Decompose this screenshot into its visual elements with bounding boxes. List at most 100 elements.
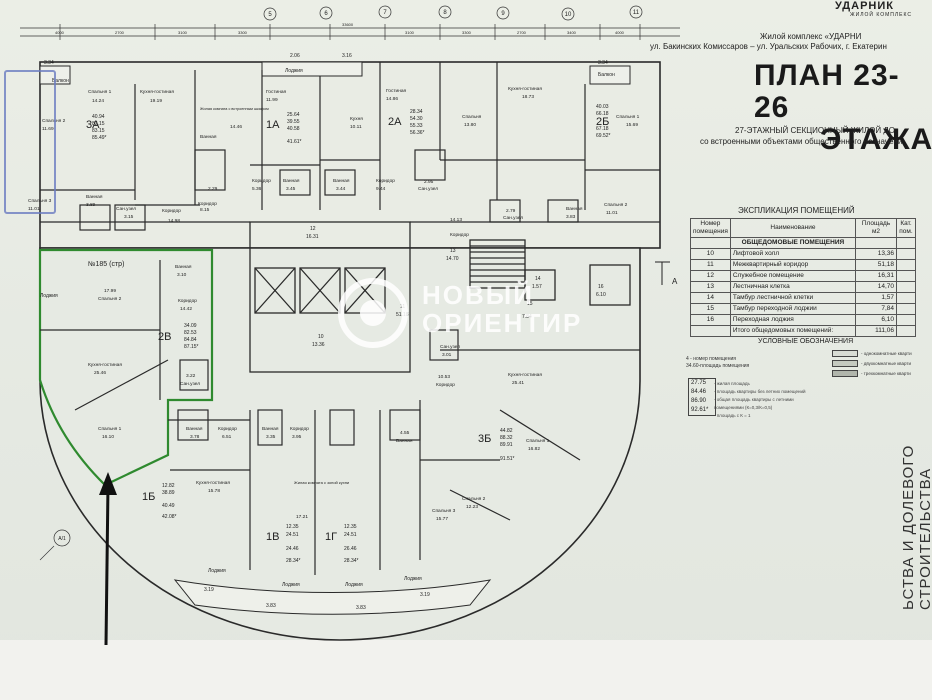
svg-text:3.35: 3.35 xyxy=(266,434,276,440)
dim-label: 4000 xyxy=(615,30,625,35)
svg-text:15.77: 15.77 xyxy=(436,516,448,522)
upper-block xyxy=(39,61,661,249)
svg-text:2.06: 2.06 xyxy=(290,53,300,59)
dim-label: 2700 xyxy=(517,30,527,35)
section-letter: А xyxy=(672,277,678,286)
svg-text:17.99: 17.99 xyxy=(104,288,116,294)
svg-text:Коридор: Коридор xyxy=(198,201,217,207)
svg-text:Спальня 1: Спальня 1 xyxy=(526,438,550,444)
svg-text:3.45: 3.45 xyxy=(286,186,296,192)
svg-text:14.24: 14.24 xyxy=(92,98,104,104)
axis-markers: 5 6 7 8 9 10 11 4000 2700 3100 3300 3360… xyxy=(55,5,643,35)
svg-text:3.78: 3.78 xyxy=(190,434,200,440)
svg-text:12: 12 xyxy=(310,226,316,232)
apartment-code: 3А xyxy=(86,119,100,131)
svg-text:3.83: 3.83 xyxy=(566,214,576,220)
svg-text:82.15: 82.15 xyxy=(92,121,105,127)
watermark: НОВЫЙ ОРИЕНТИР xyxy=(338,272,608,352)
svg-text:Спальня 2: Спальня 2 xyxy=(98,296,122,302)
svg-text:10: 10 xyxy=(318,334,324,340)
svg-text:Коридор: Коридор xyxy=(436,382,455,388)
dim-label: 3100 xyxy=(178,30,188,35)
watermark-logo-icon xyxy=(338,278,408,348)
svg-text:3.83: 3.83 xyxy=(266,603,276,609)
svg-text:2.95: 2.95 xyxy=(424,179,434,185)
svg-text:89.91: 89.91 xyxy=(500,442,513,448)
svg-text:Коридор: Коридор xyxy=(178,298,197,304)
svg-text:28.34*: 28.34* xyxy=(344,558,359,564)
table-section-row: ОБЩЕДОМОВЫЕ ПОМЕЩЕНИЯ xyxy=(690,237,916,249)
explication-table: Номер помещения Наименование Площадь м2 … xyxy=(690,218,916,337)
svg-text:19.19: 19.19 xyxy=(150,98,162,104)
complex-street: ул. Бакинских Комиссаров – ул. Уральских… xyxy=(650,42,887,51)
svg-text:69.52*: 69.52* xyxy=(596,133,611,139)
svg-text:Лоджия: Лоджия xyxy=(285,68,303,74)
svg-text:Жилая комната с зоной кухни: Жилая комната с зоной кухни xyxy=(294,480,349,485)
svg-text:13.80: 13.80 xyxy=(464,122,476,128)
svg-text:Коридор: Коридор xyxy=(450,232,469,238)
apartment-code: 2В xyxy=(158,331,171,343)
building-description: 27-ЭТАЖНЫЙ СЕКЦИОННЫЙ ЖИЛОЙ ДО со встрое… xyxy=(700,125,930,147)
legend-swatches: - однокомнатные кварти - двухкомнатные к… xyxy=(832,350,922,380)
svg-text:24.51: 24.51 xyxy=(286,532,299,538)
svg-text:41.61*: 41.61* xyxy=(287,139,302,145)
svg-text:40.94: 40.94 xyxy=(92,114,105,120)
svg-text:16: 16 xyxy=(598,284,604,290)
svg-text:Сан.узел: Сан.узел xyxy=(440,344,460,350)
apartment-code: 1Б xyxy=(142,491,155,503)
apartment-code: 1Г xyxy=(325,531,337,543)
svg-text:Ванная: Ванная xyxy=(175,264,192,270)
svg-text:25.41: 25.41 xyxy=(512,380,524,386)
svg-text:Ванная: Ванная xyxy=(186,426,203,432)
svg-text:28.34: 28.34 xyxy=(410,109,423,115)
svg-text:14.13: 14.13 xyxy=(450,217,462,223)
apartment-code: 1В xyxy=(266,531,279,543)
svg-text:Лоджия: Лоджия xyxy=(40,293,58,299)
svg-text:34.09: 34.09 xyxy=(184,323,197,329)
lower-walls xyxy=(40,260,640,575)
apartment-code: 2А xyxy=(388,116,402,128)
svg-text:88.32: 88.32 xyxy=(500,435,513,441)
svg-text:Лоджия: Лоджия xyxy=(282,582,300,588)
room-labels: Спальня 1 14.24 Кухня-гостиная 19.19 Жилая… xyxy=(28,86,640,522)
svg-text:3.34: 3.34 xyxy=(44,60,54,66)
svg-text:Гостиная: Гостиная xyxy=(266,89,287,95)
axis-number: 10 xyxy=(565,12,572,18)
axis-number: 9 xyxy=(501,11,505,17)
axis-number: 8 xyxy=(443,10,447,16)
svg-text:14.70: 14.70 xyxy=(446,256,459,262)
svg-text:18.73: 18.73 xyxy=(522,94,534,100)
svg-text:Гостиная: Гостиная xyxy=(386,88,407,94)
legend-area-desc: - жилая площадь - площадь квартиры без л… xyxy=(714,381,806,418)
axis-number: 7 xyxy=(383,10,387,16)
brand-subtitle: ЖИЛОЙ КОМПЛЕКС xyxy=(850,12,912,18)
svg-text:Ванная: Ванная xyxy=(396,438,413,444)
svg-text:2.29: 2.29 xyxy=(208,186,218,192)
svg-text:1.57: 1.57 xyxy=(532,284,542,290)
svg-text:40.49: 40.49 xyxy=(162,503,175,509)
watermark-line1: НОВЫЙ xyxy=(422,280,534,310)
legend-swatch-3room: - трехкомнатные кварти xyxy=(832,370,922,377)
svg-text:25.64: 25.64 xyxy=(287,112,300,118)
svg-text:24.51: 24.51 xyxy=(344,532,357,538)
legend-notes: 4 - номер помещения 34.60-площадь помеще… xyxy=(686,356,750,369)
svg-text:3.19: 3.19 xyxy=(204,587,214,593)
brand-name: УДАРНИК xyxy=(835,0,894,12)
svg-text:55.33: 55.33 xyxy=(410,123,423,129)
svg-text:Спальня 1: Спальня 1 xyxy=(98,426,122,432)
svg-text:Коридор: Коридор xyxy=(376,178,395,184)
apartment-code: 2Б xyxy=(596,116,609,128)
complex-address: Жилой комплекс «УДАРНИ ул. Бакинских Ком… xyxy=(650,32,932,52)
svg-text:Кухня-гостиная: Кухня-гостиная xyxy=(508,372,542,378)
dim-label: 3400 xyxy=(567,30,577,35)
svg-text:3.34: 3.34 xyxy=(598,60,608,66)
svg-text:Лоджия: Лоджия xyxy=(404,576,422,582)
vertical-side-text: ЬСТВА И ДОЛЕВОГО СТРОИТЕЛЬСТВА xyxy=(900,444,932,610)
axis-number: 6 xyxy=(324,11,328,17)
svg-text:66.18: 66.18 xyxy=(596,111,609,117)
svg-text:91.51*: 91.51* xyxy=(500,456,515,462)
